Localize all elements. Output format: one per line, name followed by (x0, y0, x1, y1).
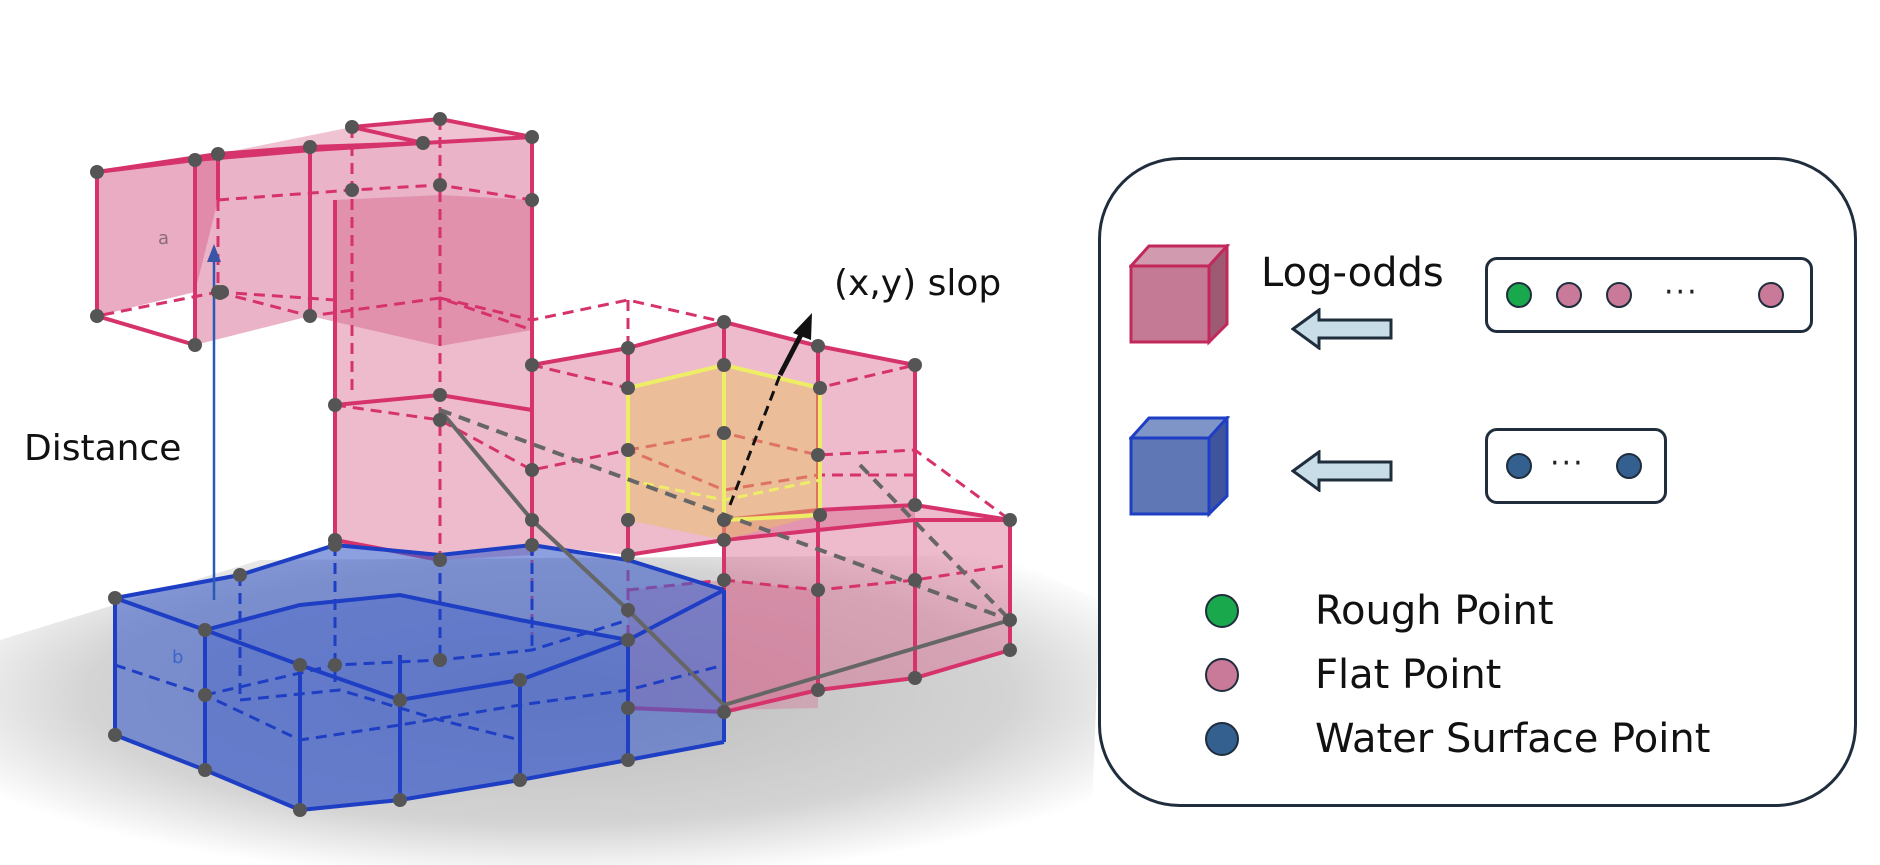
slope-label: (x,y) slop (834, 263, 1002, 304)
slope-vector (728, 313, 812, 506)
pink-face (724, 505, 1010, 712)
rough-point-dot (1506, 282, 1532, 308)
voxel-nodes (90, 112, 1017, 817)
pink-cube-icon (1129, 244, 1231, 346)
flat-point-dot (1556, 282, 1582, 308)
water-surface-point-label: Water Surface Point (1315, 716, 1711, 762)
flat-point-dot (1606, 282, 1632, 308)
pink-face (97, 154, 218, 316)
legend-box: Log-odds ··· ··· Rough Point Flat Point … (1098, 157, 1857, 807)
distance-arrowhead (207, 244, 221, 262)
blue-face (115, 545, 724, 810)
pink-face (195, 137, 532, 346)
log-odds-point-set: ··· (1485, 257, 1813, 333)
water-surface-point-legend-dot (1205, 722, 1239, 756)
flat-point-dot (1758, 282, 1784, 308)
water-surface-point-dot (1616, 453, 1642, 479)
flat-point-legend-dot (1205, 658, 1239, 692)
pink-face (335, 195, 532, 560)
flat-point-label: Flat Point (1315, 652, 1502, 698)
blue-face (205, 595, 628, 810)
voxel-b-label: b (172, 647, 184, 668)
voxel-a-label: a (158, 228, 170, 249)
rough-point-label: Rough Point (1315, 588, 1554, 634)
arrow-left-icon (1291, 308, 1393, 350)
rough-point-legend-dot (1205, 594, 1239, 628)
water-point-set: ··· (1485, 428, 1667, 504)
distance-label: Distance (24, 428, 182, 469)
blue-voxels (113, 542, 726, 812)
arrow-left-icon (1291, 450, 1393, 492)
blue-cube-icon (1129, 416, 1231, 518)
ellipsis: ··· (1550, 446, 1585, 481)
log-odds-label: Log-odds (1261, 250, 1444, 296)
ellipsis: ··· (1664, 275, 1699, 310)
water-surface-point-dot (1506, 453, 1532, 479)
